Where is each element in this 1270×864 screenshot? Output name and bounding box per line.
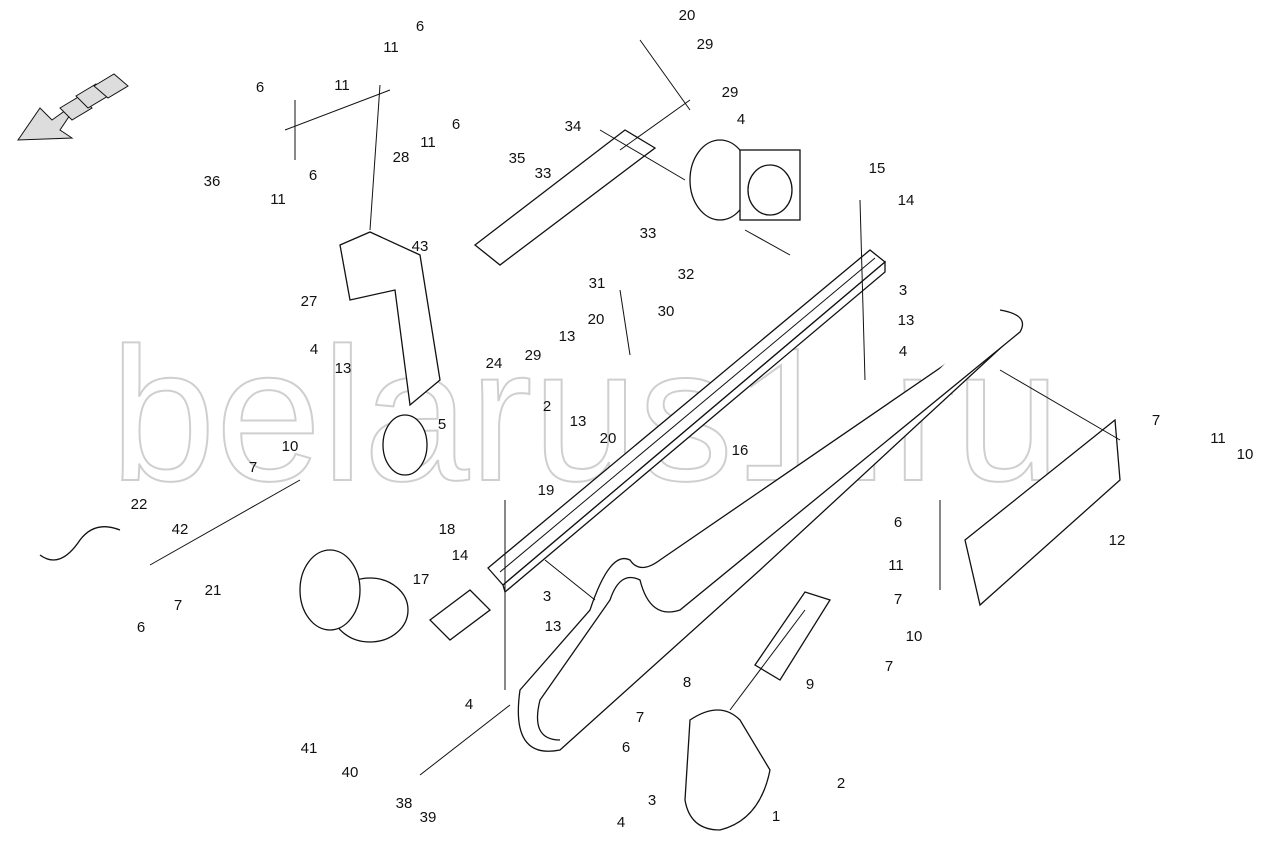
bracket-27 bbox=[339, 231, 441, 407]
callout-9: 9 bbox=[806, 676, 814, 693]
callout-13: 13 bbox=[545, 618, 562, 635]
callout-27: 27 bbox=[301, 293, 318, 310]
callout-29: 29 bbox=[722, 84, 739, 101]
callout-4: 4 bbox=[310, 341, 318, 358]
callout-6: 6 bbox=[137, 619, 145, 636]
callout-16: 16 bbox=[732, 442, 749, 459]
callout-3: 3 bbox=[899, 282, 907, 299]
callout-20: 20 bbox=[588, 311, 605, 328]
callout-11: 11 bbox=[888, 557, 904, 574]
callout-39: 39 bbox=[420, 809, 437, 826]
callout-17: 17 bbox=[413, 571, 430, 588]
callout-40: 40 bbox=[342, 764, 359, 781]
callout-35: 35 bbox=[509, 150, 526, 167]
callout-6: 6 bbox=[309, 167, 317, 184]
callout-2: 2 bbox=[837, 775, 845, 792]
callout-32: 32 bbox=[678, 266, 695, 283]
callout-24: 24 bbox=[486, 355, 503, 372]
callout-43: 43 bbox=[412, 238, 429, 255]
callout-6: 6 bbox=[416, 18, 424, 35]
plate-17 bbox=[429, 589, 491, 641]
callout-13: 13 bbox=[335, 360, 352, 377]
callout-14: 14 bbox=[452, 547, 469, 564]
callout-36: 36 bbox=[204, 173, 221, 190]
callout-33: 33 bbox=[640, 225, 657, 242]
callout-29: 29 bbox=[525, 347, 542, 364]
direction-arrow-icon bbox=[17, 73, 129, 141]
callout-7: 7 bbox=[885, 658, 893, 675]
belt-8 bbox=[517, 309, 1024, 752]
callout-6: 6 bbox=[452, 116, 460, 133]
hydraulic-motor bbox=[689, 139, 801, 221]
callout-4: 4 bbox=[617, 814, 625, 831]
callout-14: 14 bbox=[898, 192, 915, 209]
callout-34: 34 bbox=[565, 118, 582, 135]
callout-4: 4 bbox=[737, 111, 745, 128]
beam-16 bbox=[487, 249, 887, 594]
callout-29: 29 bbox=[697, 36, 714, 53]
callout-7: 7 bbox=[249, 459, 257, 476]
callout-13: 13 bbox=[570, 413, 587, 430]
callout-20: 20 bbox=[679, 7, 696, 24]
callout-10: 10 bbox=[906, 628, 923, 645]
callout-11: 11 bbox=[383, 39, 399, 56]
callout-2: 2 bbox=[543, 398, 551, 415]
callout-28: 28 bbox=[393, 149, 410, 166]
callout-11: 11 bbox=[334, 77, 350, 94]
callout-22: 22 bbox=[131, 496, 148, 513]
callout-13: 13 bbox=[898, 312, 915, 329]
callout-19: 19 bbox=[538, 482, 555, 499]
callout-3: 3 bbox=[543, 588, 551, 605]
callout-5: 5 bbox=[438, 416, 446, 433]
pulley-assembly bbox=[299, 414, 428, 643]
callout-33: 33 bbox=[535, 165, 552, 182]
callout-6: 6 bbox=[256, 79, 264, 96]
callout-7: 7 bbox=[894, 591, 902, 608]
guard-12 bbox=[964, 418, 1121, 607]
callout-6: 6 bbox=[894, 514, 902, 531]
callout-7: 7 bbox=[1152, 412, 1160, 429]
shield-9 bbox=[754, 591, 831, 681]
callout-7: 7 bbox=[174, 597, 182, 614]
beam-34 bbox=[473, 129, 657, 266]
callout-31: 31 bbox=[589, 275, 606, 292]
callout-12: 12 bbox=[1109, 532, 1126, 549]
callout-21: 21 bbox=[205, 582, 222, 599]
callout-4: 4 bbox=[899, 343, 907, 360]
callout-42: 42 bbox=[172, 521, 189, 538]
leader-lines bbox=[149, 39, 1121, 776]
callout-8: 8 bbox=[683, 674, 691, 691]
callout-15: 15 bbox=[869, 160, 886, 177]
hose-22 bbox=[39, 526, 121, 561]
callout-11: 11 bbox=[420, 134, 436, 151]
callout-11: 11 bbox=[270, 191, 286, 208]
callout-10: 10 bbox=[282, 438, 299, 455]
callout-41: 41 bbox=[301, 740, 318, 757]
callout-1: 1 bbox=[772, 808, 780, 825]
callout-3: 3 bbox=[648, 792, 656, 809]
callout-4: 4 bbox=[465, 696, 473, 713]
cover-1 bbox=[684, 709, 771, 831]
callout-20: 20 bbox=[600, 430, 617, 447]
callout-6: 6 bbox=[622, 739, 630, 756]
callout-11: 11 bbox=[1210, 430, 1226, 447]
callout-10: 10 bbox=[1237, 446, 1254, 463]
callout-38: 38 bbox=[396, 795, 413, 812]
callout-13: 13 bbox=[559, 328, 576, 345]
callout-30: 30 bbox=[658, 303, 675, 320]
callout-18: 18 bbox=[439, 521, 456, 538]
callout-7: 7 bbox=[636, 709, 644, 726]
